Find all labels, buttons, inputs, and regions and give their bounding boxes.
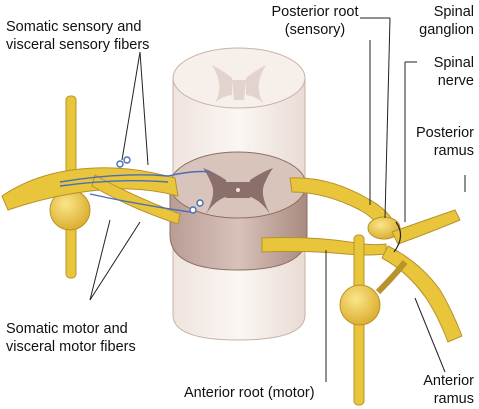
label-posterior-ramus-line1: Posterior xyxy=(415,125,474,141)
label-somatic-sensory: Somatic sensory and visceral sensory fib… xyxy=(6,18,149,54)
label-anterior-ramus-line1: Anterior xyxy=(423,373,474,389)
label-spinal-nerve: Spinal nerve xyxy=(406,54,474,90)
left-nerve-bundle xyxy=(1,167,181,225)
label-anterior-root: Anterior root (motor) xyxy=(184,385,315,401)
label-spinal-nerve-line2: nerve xyxy=(437,73,474,89)
leader-lines xyxy=(89,17,466,382)
label-spinal-ganglion: Spinal ganglion xyxy=(396,3,474,39)
label-posterior-root-line1: Posterior root xyxy=(271,4,359,20)
label-somatic-motor: Somatic motor and visceral motor fibers xyxy=(6,320,136,356)
label-posterior-ramus-line2: ramus xyxy=(433,143,474,159)
right-sympathetic-trunk xyxy=(339,234,408,406)
label-spinal-nerve-line1: Spinal xyxy=(433,55,474,71)
label-posterior-ramus: Posterior ramus xyxy=(396,124,474,160)
label-somatic-sensory-line2: visceral sensory fibers xyxy=(6,37,150,53)
label-anterior-ramus-line2: ramus xyxy=(433,391,474,407)
label-somatic-motor-line1: Somatic motor and xyxy=(6,321,128,337)
label-posterior-root: Posterior root (sensory) xyxy=(250,3,380,39)
label-spinal-ganglion-line2: ganglion xyxy=(419,22,474,38)
label-posterior-root-line2: (sensory) xyxy=(284,22,346,38)
label-spinal-ganglion-line1: Spinal xyxy=(433,4,474,20)
label-somatic-motor-line2: visceral motor fibers xyxy=(6,339,136,355)
sensory-fibers xyxy=(59,156,211,214)
label-anterior-ramus: Anterior ramus xyxy=(396,372,474,408)
label-somatic-sensory-line1: Somatic sensory and xyxy=(6,19,142,35)
